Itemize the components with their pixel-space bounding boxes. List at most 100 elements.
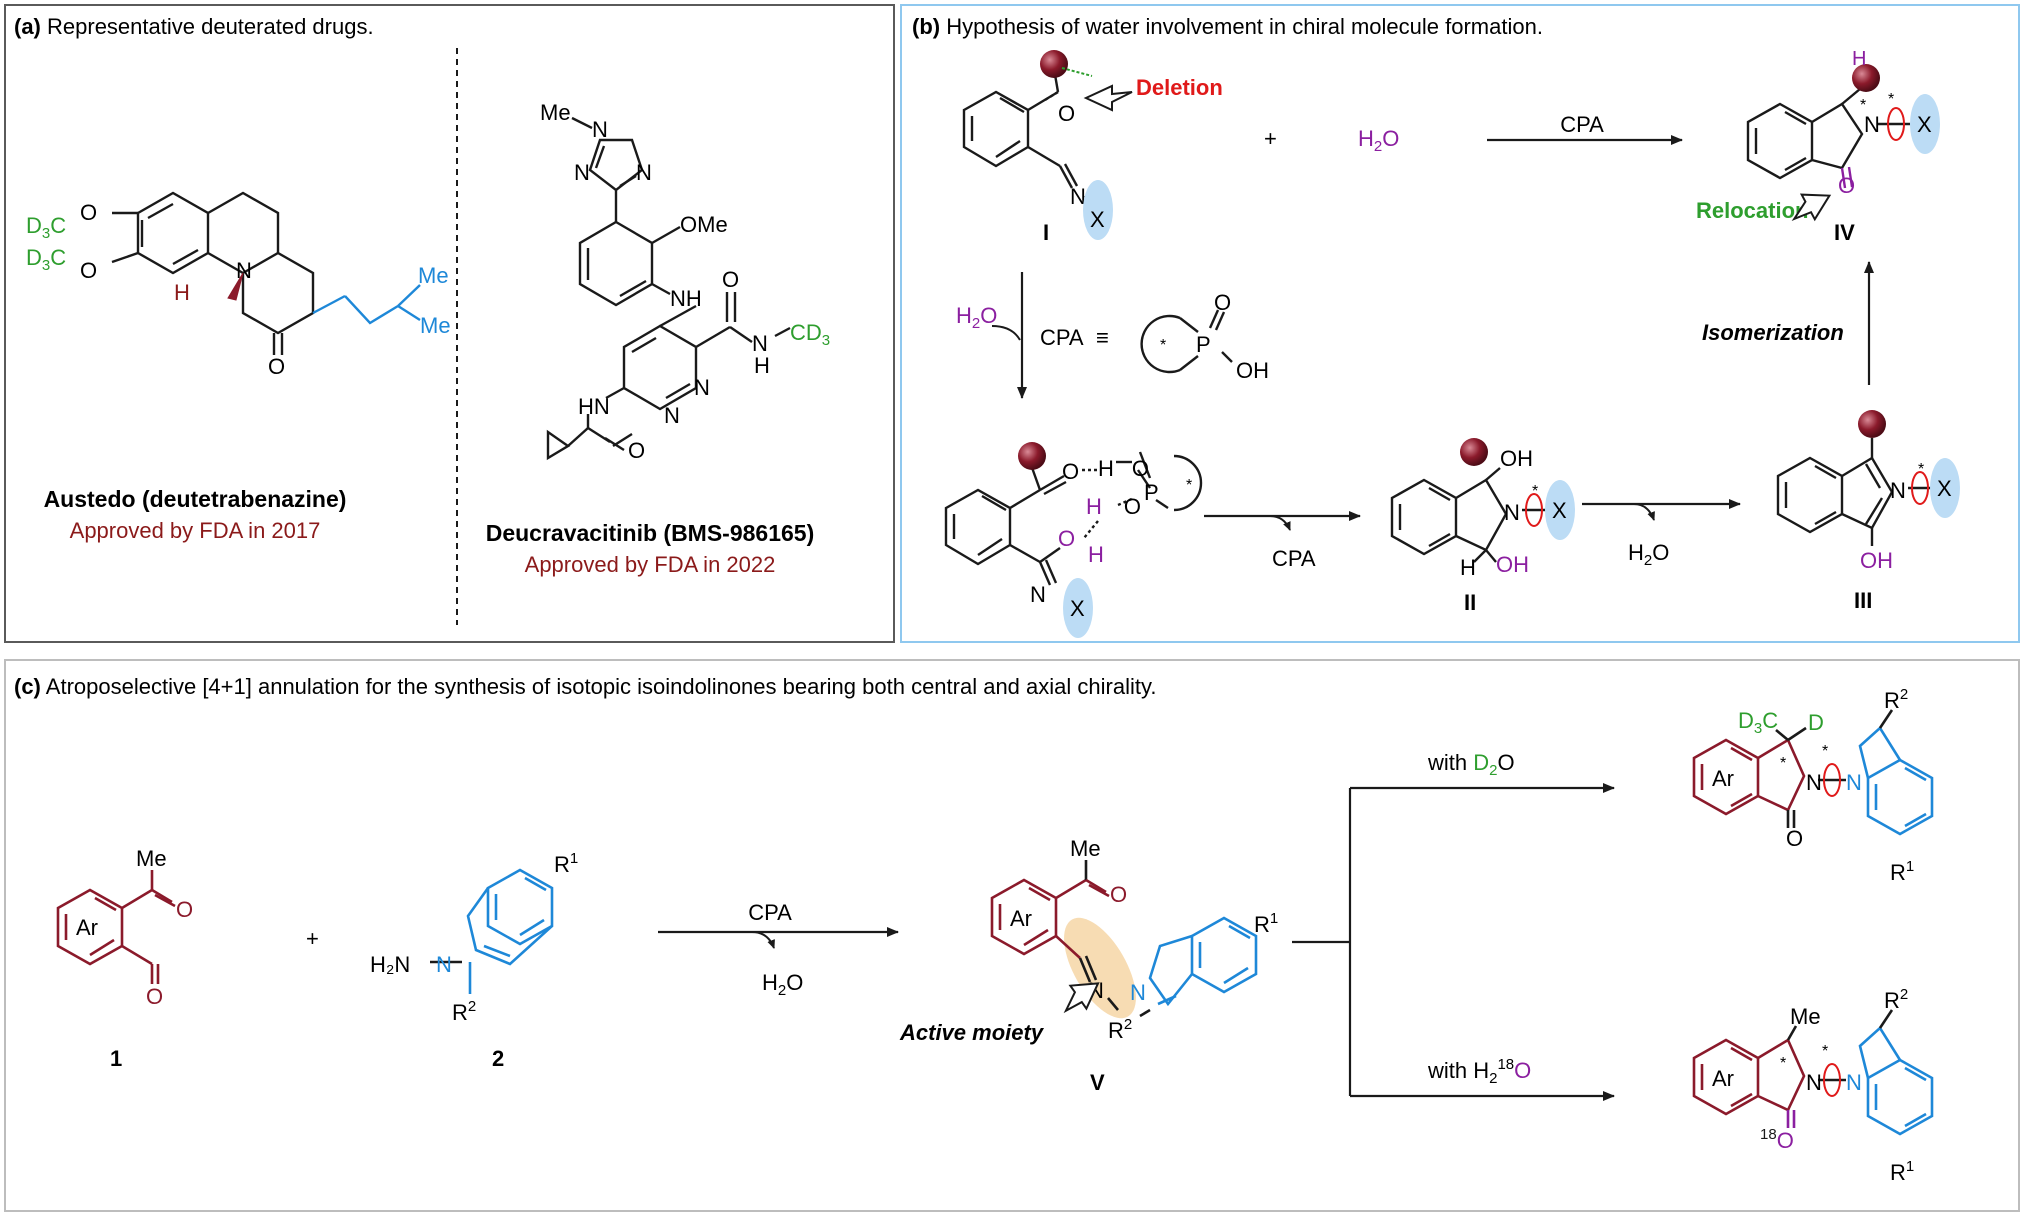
deucra-n-amide: N [752, 331, 768, 356]
deucra-n3: N [636, 160, 652, 185]
cpa-definition-label: CPA [1040, 325, 1084, 350]
austedo-o-top: O [80, 200, 97, 225]
compound-III-star: * [1918, 461, 1924, 478]
intermediate-p: P [1144, 480, 1159, 505]
compound-IV-x: X [1917, 112, 1932, 137]
product-d-n2: N [1846, 770, 1862, 795]
compound-2-h2n: H₂N [370, 952, 410, 977]
compound-III-n: N [1890, 478, 1906, 503]
panel-a-border [4, 4, 895, 643]
product-o18-r2: R2 [1884, 986, 1908, 1013]
product-o18-star-c: * [1780, 1055, 1786, 1072]
compound-III-oh: OH [1860, 548, 1893, 573]
cpa-out-curve [1269, 515, 1291, 531]
product-d-d: D [1808, 710, 1824, 735]
austedo-d3c-bottom: D3C [26, 245, 66, 274]
deucra-me: Me [540, 100, 571, 125]
austedo-approval: Approved by FDA in 2017 [70, 518, 321, 543]
water-out-label: H2O [1628, 540, 1669, 569]
compound-II-h: H [1460, 555, 1476, 580]
deucra-name: Deucravacitinib (BMS-986165) [486, 520, 815, 546]
compound-II-oh-top: OH [1500, 446, 1533, 471]
austedo-o-bottom: O [80, 258, 97, 283]
water-out-curve [1633, 503, 1655, 521]
panel-a-heading: (a) Representative deuterated drugs. [14, 14, 374, 39]
product-o18 [1692, 1009, 1934, 1136]
water-out-c: H2O [762, 970, 803, 999]
compound-I-x: X [1090, 207, 1105, 232]
deucra-n-pyr2: N [694, 375, 710, 400]
compound-1-me: Me [136, 846, 167, 871]
product-o18-o: 18O [1760, 1126, 1794, 1153]
deucra-n-pyr1: N [664, 403, 680, 428]
intermediate-x: X [1070, 596, 1085, 621]
compound-IV-axis [1887, 107, 1905, 141]
compound-2-r2: R2 [452, 998, 476, 1025]
water-out-curve-c [751, 931, 775, 949]
intermediate-ball [1018, 442, 1046, 470]
product-d-axis [1823, 763, 1841, 797]
water-in-curve [991, 325, 1021, 341]
product-deuterated [1692, 709, 1934, 836]
panel-c-plus: + [306, 926, 319, 951]
cpa-equiv: ≡ [1096, 325, 1109, 350]
product-o18-r1: R1 [1890, 1158, 1914, 1185]
product-o18-axis [1823, 1063, 1841, 1097]
compound-III-axis [1911, 471, 1929, 505]
label-V: V [1090, 1070, 1105, 1095]
austedo-me-top: Me [418, 263, 449, 288]
deucra-ome: OMe [680, 212, 728, 237]
panel-b: (b) Hypothesis of water involvement in c… [900, 4, 2020, 643]
deucra-cd3: CD3 [790, 320, 830, 349]
cpa-oh: OH [1236, 358, 1269, 383]
active-moiety-label: Active moiety [899, 1020, 1045, 1045]
compound-2 [430, 868, 554, 994]
panel-c: (c) Atroposelective [4+1] annulation for… [4, 659, 2020, 1212]
deucra-approval: Approved by FDA in 2022 [525, 552, 776, 577]
product-d-o: O [1786, 826, 1803, 851]
relocation-arrow [1791, 193, 1832, 222]
deucra-o-cyclo: O [628, 438, 645, 463]
deucra-n2: N [574, 160, 590, 185]
austedo-name: Austedo (deutetrabenazine) [44, 486, 347, 512]
compound-II-ball [1460, 438, 1488, 466]
compound-1 [56, 870, 176, 984]
compound-I-ball [1040, 50, 1068, 78]
compound-IV-ball [1852, 64, 1880, 92]
compound-II-n: N [1504, 500, 1520, 525]
intermediate-star: * [1186, 477, 1192, 494]
compound-II-axis [1525, 493, 1543, 527]
compound-V-r2: R2 [1108, 1016, 1132, 1043]
label-IV: IV [1834, 220, 1855, 245]
active-moiety-arrow [1063, 982, 1100, 1014]
austedo-h: H [174, 280, 190, 305]
deucra-nh: NH [670, 286, 702, 311]
compound-I-x-ellipse [1083, 180, 1113, 240]
compound-II [1390, 467, 1550, 563]
deletion-arrow [1083, 84, 1133, 112]
compound-V-me: Me [1070, 836, 1101, 861]
compound-V [990, 860, 1258, 1018]
compound-II-star: * [1532, 483, 1538, 500]
product-o18-n2: N [1846, 1070, 1862, 1095]
intermediate-h2: H [1088, 542, 1104, 567]
intermediate-n: N [1030, 582, 1046, 607]
product-d-ar: Ar [1712, 766, 1734, 791]
compound-I-n: N [1070, 184, 1086, 209]
compound-IV-star-n: * [1888, 91, 1894, 108]
compound-II-x-ellipse [1545, 480, 1575, 540]
label-2: 2 [492, 1046, 504, 1071]
austedo-o-ketone: O [268, 354, 285, 379]
compound-1-o2: O [146, 984, 163, 1009]
austedo-me-bottom: Me [420, 313, 451, 338]
compound-IV-o: O [1838, 173, 1855, 198]
isomerization-label: Isomerization [1702, 320, 1844, 345]
compound-II-x: X [1552, 498, 1567, 523]
product-o18-n1: N [1806, 1070, 1822, 1095]
panel-b-water: H2O [1358, 126, 1399, 155]
deucra-n1: N [592, 117, 608, 142]
cpa-p: P [1196, 332, 1211, 357]
compound-IV-x-ellipse [1910, 94, 1940, 154]
cpa-top: CPA [1560, 112, 1604, 137]
